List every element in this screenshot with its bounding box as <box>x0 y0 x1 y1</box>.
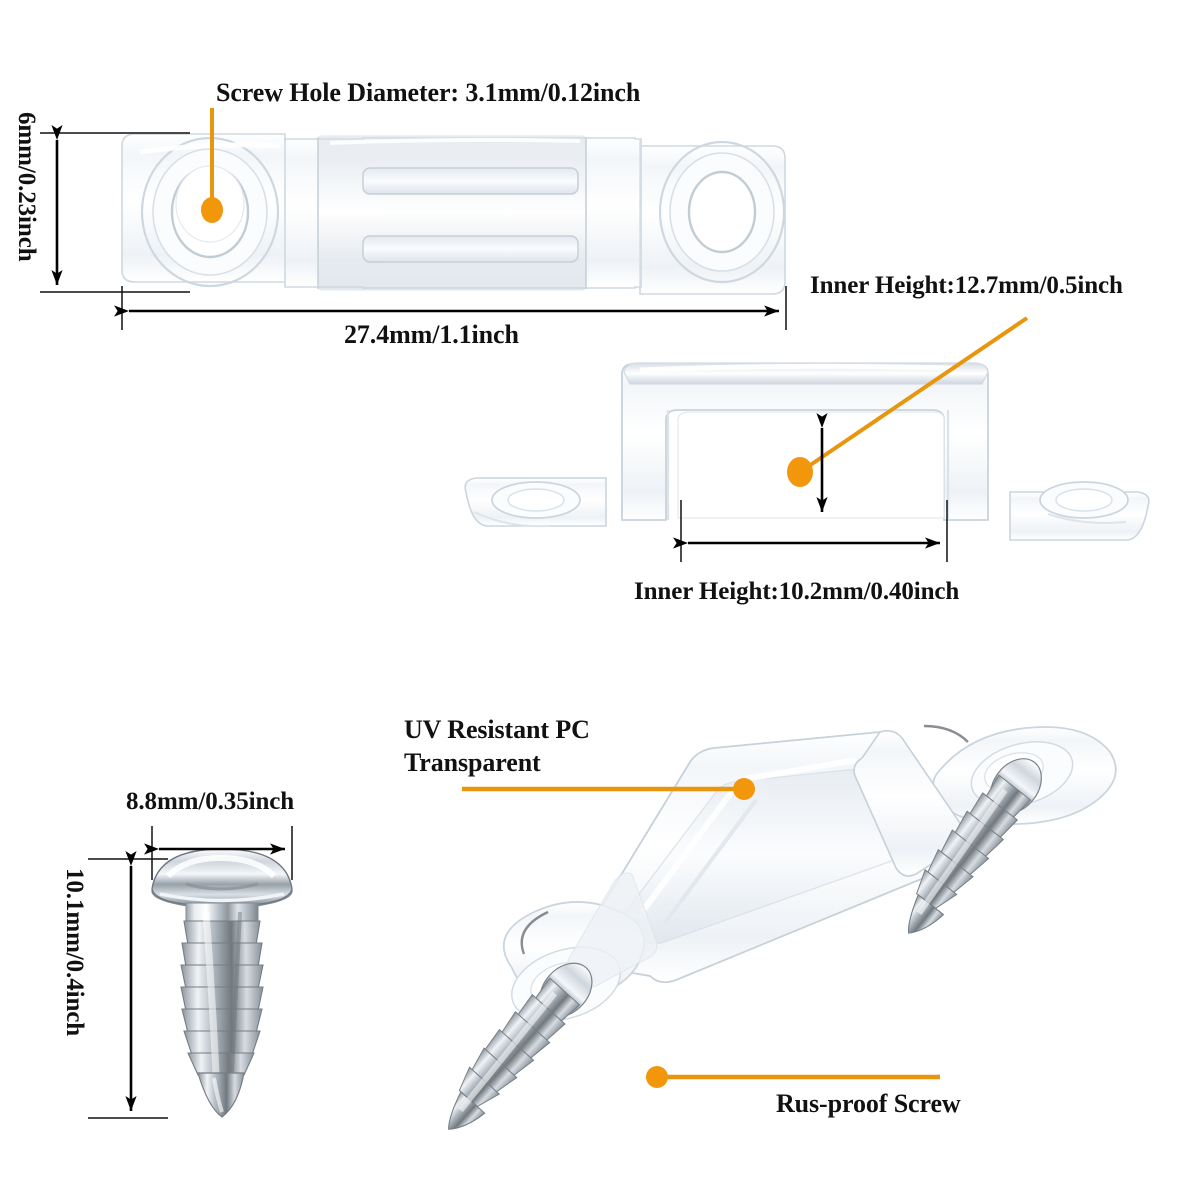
leader-screw-hole-diameter <box>201 108 223 223</box>
dim-screw-head-width <box>144 826 293 880</box>
dim-screw-length <box>88 851 168 1119</box>
label-inner-height: Inner Height:12.7mm/0.5inch <box>810 272 1123 299</box>
label-screw-head-width: 8.8mm/0.35inch <box>126 788 295 815</box>
label-uv-resistant-pc-line1: UV Resistant PC <box>404 715 590 744</box>
leader-uv-resistant-pc <box>462 778 755 800</box>
clip-side-view <box>464 362 1150 541</box>
label-clip-height: 6mm/0.23inch <box>13 112 40 262</box>
screw-illustration <box>151 848 293 1118</box>
dim-clip-height <box>40 125 190 293</box>
label-rust-proof-screw: Rus-proof Screw <box>776 1089 961 1118</box>
leader-inner-height <box>787 316 1029 487</box>
dim-inner-width <box>673 500 948 562</box>
label-inner-width: Inner Height:10.2mm/0.40inch <box>634 578 960 605</box>
leader-rust-proof-screw <box>646 1066 940 1088</box>
label-screw-length: 10.1mm/0.4inch <box>61 868 88 1037</box>
label-clip-length: 27.4mm/1.1inch <box>344 320 519 349</box>
clip-top-view <box>121 133 786 295</box>
label-uv-resistant-pc-line2: Transparent <box>404 748 541 777</box>
dim-clip-length <box>114 286 787 330</box>
clip-assembly-illustration <box>448 724 1117 1130</box>
label-screw-hole-diameter: Screw Hole Diameter: 3.1mm/0.12inch <box>216 78 641 107</box>
